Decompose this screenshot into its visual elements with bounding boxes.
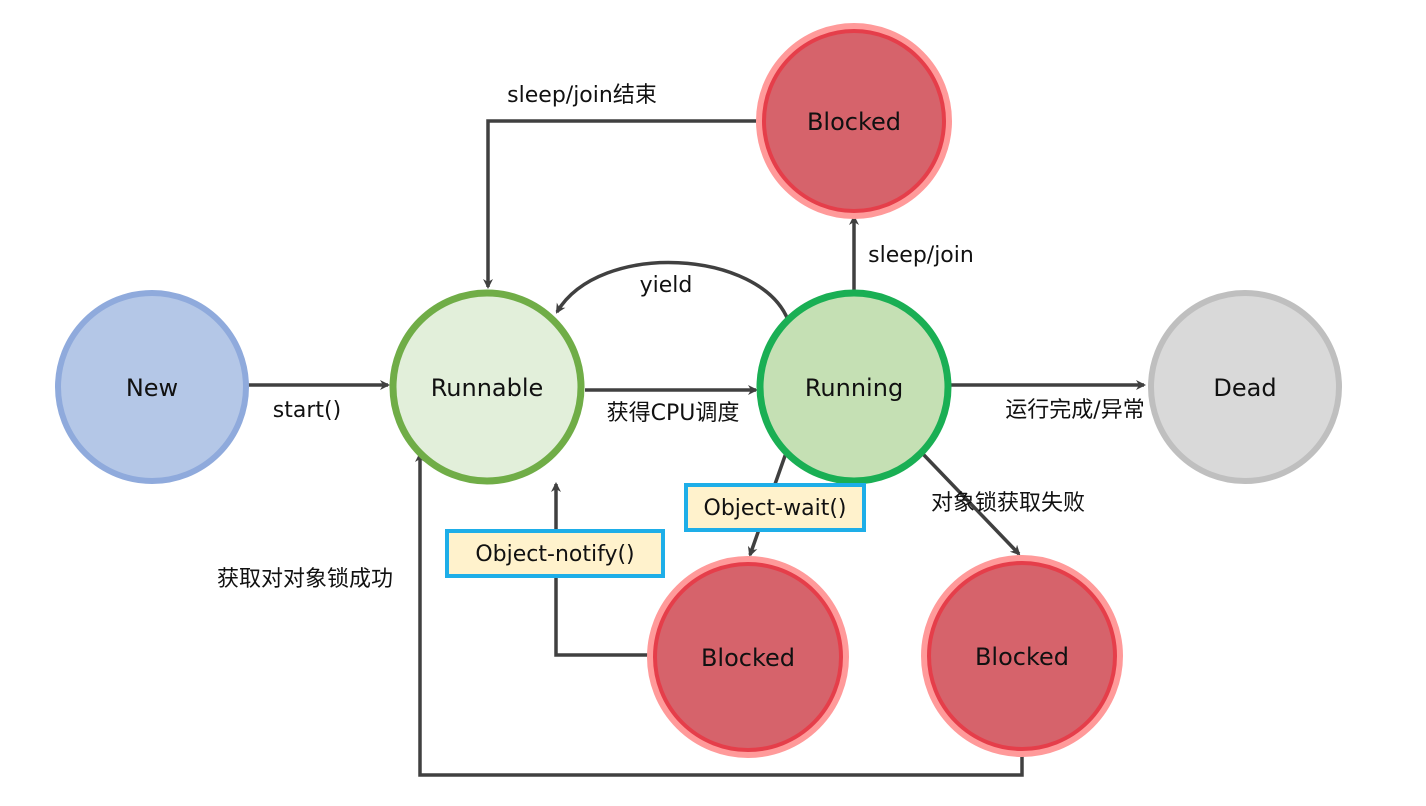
node-blocked-lock: Blocked <box>921 555 1123 757</box>
label-lock-ok: 获取对对象锁成功 <box>217 567 393 592</box>
edge-lock-ok <box>415 452 1024 777</box>
label-lock-fail: 对象锁获取失败 <box>931 491 1085 516</box>
label-yield: yield <box>640 273 693 298</box>
note-label: Object-wait() <box>704 496 847 521</box>
note-wait: Object-wait() <box>684 483 866 532</box>
label-finish: 运行完成/异常 <box>1005 398 1144 423</box>
node-label: New <box>126 374 178 402</box>
node-new: New <box>55 290 249 484</box>
edges <box>248 119 1146 777</box>
node-running: Running <box>756 289 952 485</box>
edge-sleep-end <box>483 119 758 289</box>
node-label: Dead <box>1213 374 1276 402</box>
label-cpu: 获得CPU调度 <box>607 401 740 426</box>
node-label: Running <box>805 374 903 402</box>
node-blocked-sleep: Blocked <box>756 23 952 219</box>
note-label: Object-notify() <box>475 542 634 567</box>
node-label: Runnable <box>431 374 544 402</box>
note-notify: Object-notify() <box>445 529 665 578</box>
label-sleep: sleep/join <box>868 243 974 268</box>
node-label: Blocked <box>975 643 1069 671</box>
node-label: Blocked <box>807 108 901 136</box>
label-start: start() <box>273 398 341 423</box>
edge-lock-fail <box>920 451 1021 556</box>
node-label: Blocked <box>701 644 795 672</box>
label-sleep-end: sleep/join结束 <box>507 83 657 108</box>
node-runnable: Runnable <box>389 289 585 485</box>
edge-yield <box>555 260 790 321</box>
node-blocked-wait: Blocked <box>647 556 849 758</box>
node-dead: Dead <box>1148 290 1342 484</box>
